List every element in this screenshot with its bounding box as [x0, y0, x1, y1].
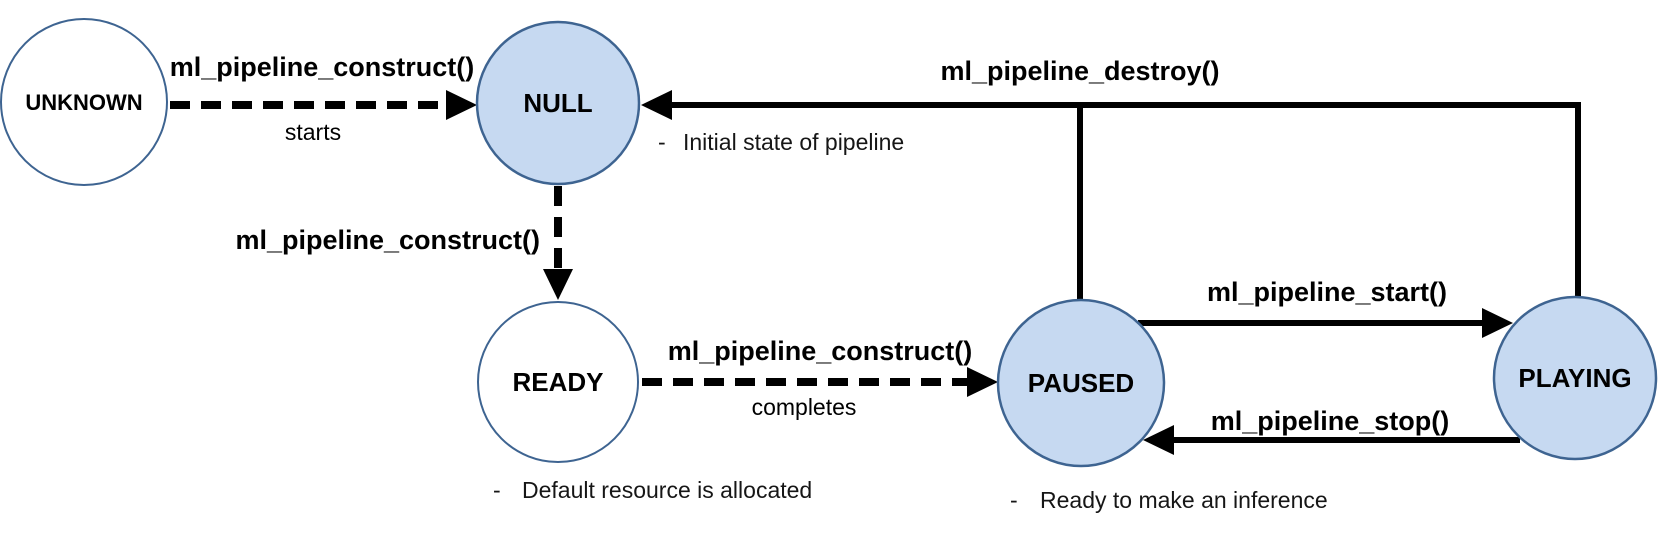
state-ready [477, 301, 639, 463]
note-ready: Default resource is allocated [522, 477, 812, 503]
arrowhead-null-ready [543, 269, 573, 300]
arrowhead-playing-paused [1143, 425, 1174, 455]
edge-label-construct-1: ml_pipeline_construct() [170, 52, 475, 82]
state-paused-label: PAUSED [1028, 368, 1134, 398]
state-unknown-label: UNKNOWN [25, 90, 142, 115]
note-paused-bullet: - [1010, 487, 1018, 513]
arrowhead-paused-playing [1482, 308, 1513, 338]
arrowhead-destroy-left [641, 90, 672, 120]
note-paused: Ready to make an inference [1040, 487, 1328, 513]
edge-label-destroy: ml_pipeline_destroy() [940, 56, 1219, 86]
edge-destroy-line [668, 102, 1581, 297]
note-null: Initial state of pipeline [683, 129, 904, 155]
edge-label-stop: ml_pipeline_stop() [1211, 406, 1450, 436]
state-playing-label: PLAYING [1518, 363, 1631, 393]
edge-label-construct-3: ml_pipeline_construct() [668, 336, 973, 366]
arrowhead-unknown-null [446, 90, 477, 120]
arrowhead-ready-paused [967, 367, 998, 397]
edge-sublabel-starts: starts [285, 119, 341, 145]
state-null [475, 20, 641, 186]
note-ready-bullet: - [493, 477, 501, 503]
state-playing [1492, 295, 1658, 461]
edge-label-start: ml_pipeline_start() [1207, 277, 1447, 307]
state-unknown [0, 18, 168, 186]
edge-label-construct-2: ml_pipeline_construct() [235, 225, 540, 255]
state-ready-label: READY [512, 367, 603, 397]
edge-sublabel-completes: completes [752, 394, 857, 420]
note-null-bullet: - [658, 129, 666, 155]
state-null-label: NULL [523, 88, 592, 118]
state-paused [996, 298, 1166, 468]
